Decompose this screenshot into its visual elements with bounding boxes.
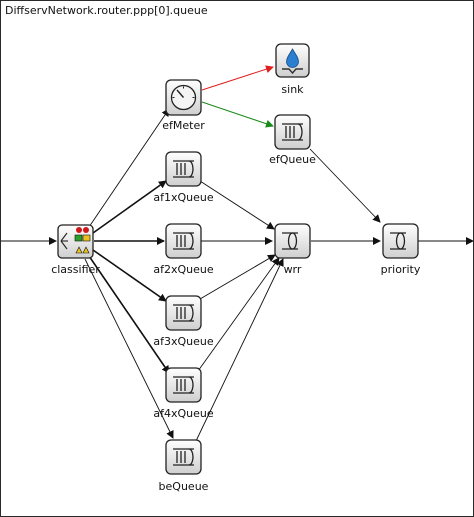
module-path-title: DiffservNetwork.router.ppp[0].queue <box>5 4 208 17</box>
link-classifier-af4x <box>88 255 170 374</box>
queue-icon <box>173 448 194 466</box>
link-classifier-be <box>84 258 174 439</box>
af3xQueue-box <box>165 295 202 331</box>
beQueue-box <box>165 439 202 475</box>
af3xQueue-label: af3xQueue <box>153 335 213 348</box>
link-classifier-af1x <box>92 180 167 234</box>
module-efMeter[interactable]: efMeter <box>162 79 205 132</box>
link-efQueue-priority <box>309 148 381 223</box>
af4xQueue-label: af4xQueue <box>153 407 213 420</box>
module-beQueue[interactable]: beQueue <box>159 439 209 493</box>
scheduler-icon <box>390 232 406 250</box>
queue-icon <box>173 232 194 250</box>
sink-label: sink <box>281 83 304 96</box>
link-be-wrr <box>195 258 284 442</box>
module-efQueue[interactable]: efQueue <box>269 114 316 166</box>
af2xQueue-label: af2xQueue <box>153 263 213 276</box>
link-af1x-wrr <box>199 180 275 230</box>
beQueue-label: beQueue <box>159 480 209 493</box>
af4xQueue-box <box>165 367 202 403</box>
queue-icon <box>282 123 303 141</box>
link-efMeter-efQueue <box>201 101 274 128</box>
link-efMeter-sink <box>201 65 274 91</box>
queue-icon <box>173 304 194 322</box>
af1xQueue-label: af1xQueue <box>153 191 213 204</box>
efQueue-label: efQueue <box>269 153 316 166</box>
wrr-box <box>274 223 311 259</box>
module-sink[interactable]: sink <box>275 43 310 96</box>
sink-icon <box>282 48 303 75</box>
priority-label: priority <box>381 263 421 276</box>
wrr-label: wrr <box>284 263 302 276</box>
module-af4xQueue[interactable]: af4xQueue <box>153 367 214 420</box>
meter-icon <box>170 84 197 111</box>
efQueue-box <box>274 114 311 150</box>
module-classifier[interactable]: classifier <box>51 224 100 276</box>
link-af4x-wrr <box>197 257 280 372</box>
priority-box <box>382 223 419 259</box>
module-priority[interactable]: priority <box>381 223 421 276</box>
module-af2xQueue[interactable]: af2xQueue <box>153 223 214 276</box>
af1xQueue-box <box>165 151 202 187</box>
link-af3x-wrr <box>199 254 276 300</box>
af2xQueue-box <box>165 223 202 259</box>
queue-icon <box>173 376 194 394</box>
classifier-icon <box>60 227 91 254</box>
link-classifier-efMeter <box>88 108 170 228</box>
queue-icon <box>173 160 194 178</box>
efMeter-label: efMeter <box>162 119 205 132</box>
connections <box>1 65 473 442</box>
classifier-label: classifier <box>51 263 100 276</box>
module-af1xQueue[interactable]: af1xQueue <box>153 151 214 204</box>
module-af3xQueue[interactable]: af3xQueue <box>153 295 214 348</box>
scheduler-icon <box>282 232 298 250</box>
module-wrr[interactable]: wrr <box>274 223 311 276</box>
link-classifier-af3x <box>92 249 167 302</box>
